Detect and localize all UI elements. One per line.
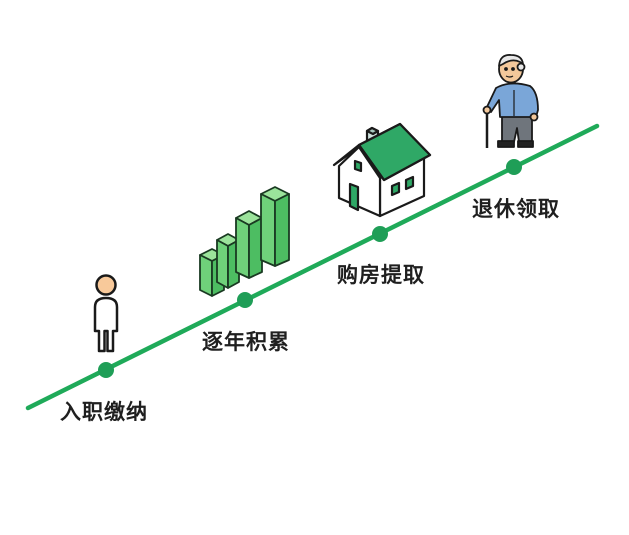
timeline-dot-3 — [372, 226, 388, 242]
growth-bars-icon — [199, 186, 290, 297]
stage-label-2: 逐年积累 — [202, 330, 290, 354]
stage-label-1: 入职缴纳 — [60, 400, 148, 424]
stage-label-3: 购房提取 — [337, 263, 425, 287]
elderly-man-icon — [482, 54, 539, 148]
person-icon — [93, 274, 119, 353]
timeline-dot-2 — [237, 292, 253, 308]
timeline-dot-4 — [506, 159, 522, 175]
house-icon — [332, 122, 432, 218]
timeline-dot-1 — [98, 362, 114, 378]
timeline-line — [25, 123, 600, 411]
stage-label-4: 退休领取 — [472, 197, 560, 221]
